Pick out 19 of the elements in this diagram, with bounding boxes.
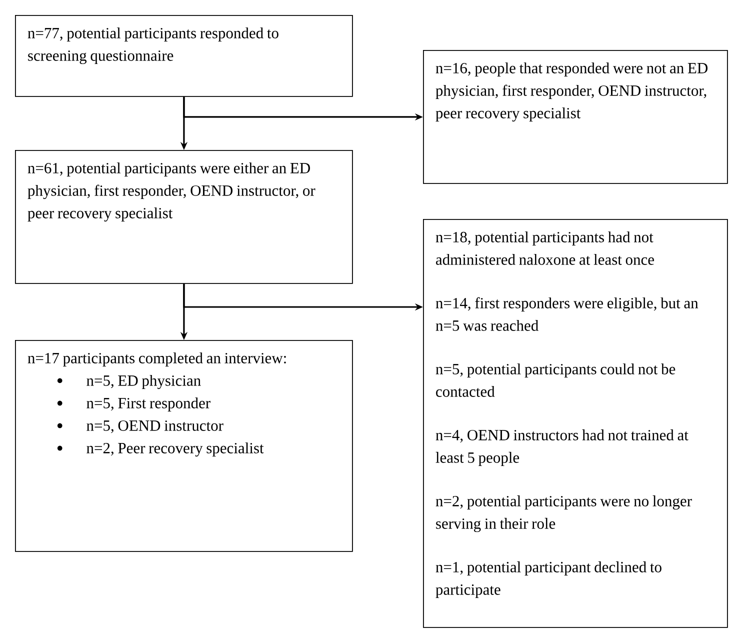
node-text: n=5, potential participants could not be contacted [436,363,676,397]
node-text: n=77, potential participants responded to screening questionnaire [28,27,278,64]
flow-box [423,219,728,628]
list-item: n=5, ED physician [86,374,201,390]
node-text: n=16, people that responded were not an ED physician, first responder, OEND instructor, peer recovery specialist [436,62,708,122]
flow-box [15,340,353,552]
node-text: n=61, potential participants were either an ED physician, first responder, OEND instructor, or peer recovery specialist [28,162,316,222]
node-text: n=14, first responders were eligible, but an n=5 was reached [436,297,698,331]
list-item: n=2, Peer recovery specialist [86,442,264,457]
node-text: n=1, potential participant declined to participate [436,561,662,598]
list-item: n=5, OEND instructor [86,420,224,434]
flow-box [15,150,353,284]
node-text: n=18, potential participants had not administered naloxone at least once [436,231,654,265]
list-item: n=5, First responder [86,397,210,412]
node-text: n=4, OEND instructors had not trained at least 5 people [436,429,688,466]
flow-box [423,50,728,184]
node-text: n=2, potential participants were no longer serving in their role [436,495,692,532]
flow-box [15,15,353,97]
node-text: n=17 participants completed an interview: [28,352,286,366]
